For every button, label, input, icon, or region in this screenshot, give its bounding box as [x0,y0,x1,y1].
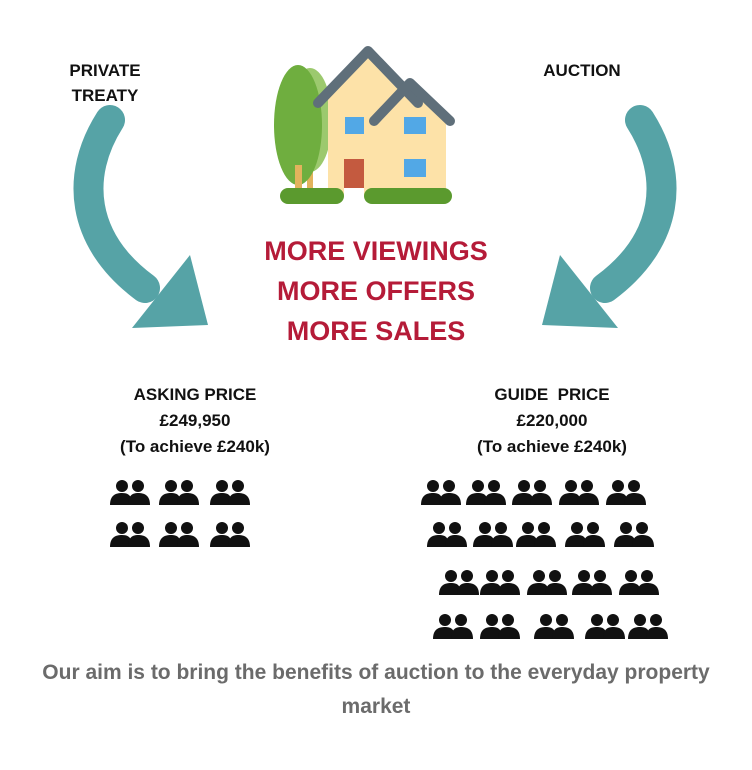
people-group-icon [210,480,250,505]
headline-line-viewings: MORE VIEWINGS [264,236,488,266]
people-group-icon [473,522,513,547]
headline: MORE VIEWINGS MORE OFFERS MORE SALES [176,231,576,351]
left-curved-arrow-icon [73,105,208,328]
people-group-icon [534,614,574,639]
people-group-icon [421,480,461,505]
guide-price-value: £220,000 [516,411,588,430]
auction-label: AUCTION [543,61,621,80]
people-group-icon [480,614,520,639]
asking-price-note: (To achieve £240k) [120,437,270,456]
people-group-icon [565,522,605,547]
people-group-icon [210,522,250,547]
private-treaty-line2: TREATY [71,86,139,105]
house-icon [274,46,455,204]
people-group-icon [159,480,199,505]
people-group-icon [606,480,646,505]
people-group-icon [427,522,467,547]
asking-price-block: ASKING PRICE £249,950 (To achieve £240k) [95,382,295,460]
guide-price-block: GUIDE PRICE £220,000 (To achieve £240k) [452,382,652,460]
people-group-icon [572,570,612,595]
people-group-icon [110,522,150,547]
people-group-icon [527,570,567,595]
people-group-icon [619,570,659,595]
people-group-icon [110,480,150,505]
people-group-icon [614,522,654,547]
people-group-icon [516,522,556,547]
private-treaty-line1: PRIVATE [69,61,141,80]
people-group-icon [628,614,668,639]
people-group-icon [480,570,520,595]
people-group-icon [512,480,552,505]
asking-price-title: ASKING PRICE [133,385,257,404]
people-group-icon [466,480,506,505]
caption: Our aim is to bring the benefits of auct… [42,661,710,718]
guide-price-title: GUIDE PRICE [494,385,610,404]
people-group-icon [585,614,625,639]
right-curved-arrow-icon [542,105,677,328]
people-group-icon [433,614,473,639]
guide-price-note: (To achieve £240k) [477,437,627,456]
people-group-icon [559,480,599,505]
people-group-icon [439,570,479,595]
headline-line-offers: MORE OFFERS [276,276,475,306]
people-group-icon [159,522,199,547]
private-treaty-label: PRIVATE TREATY [55,58,155,108]
headline-line-sales: MORE SALES [286,316,466,346]
asking-price-value: £249,950 [159,411,231,430]
